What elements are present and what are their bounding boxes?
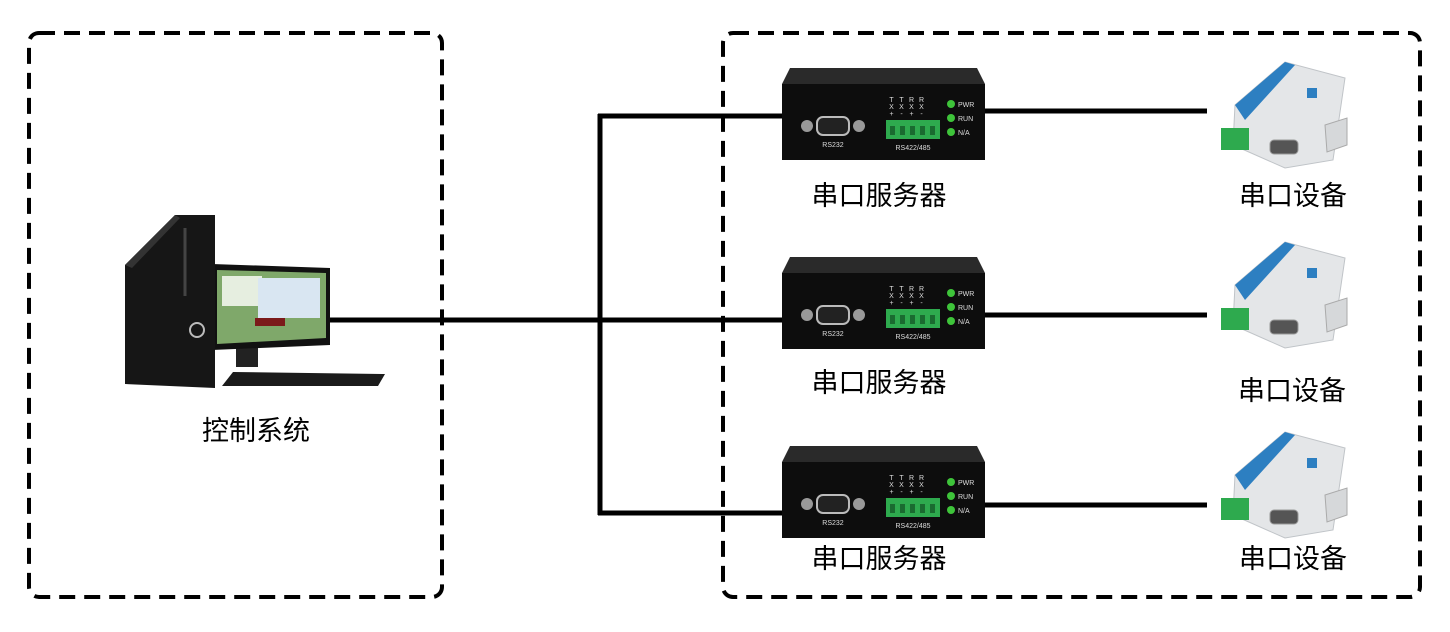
led-icon [947, 317, 955, 325]
led-label: N/A [958, 130, 970, 137]
terminal-pin [910, 315, 915, 324]
serial-device-icon [1221, 241, 1348, 349]
terminal-pin [930, 315, 935, 324]
db9-port-icon [816, 494, 850, 514]
serial-device-icon [1221, 431, 1348, 539]
led-label: N/A [958, 319, 970, 326]
led-icon [947, 128, 955, 136]
terminal-pin [900, 504, 905, 513]
terminal-pin [900, 315, 905, 324]
server-front [782, 273, 985, 349]
db9-port-icon [816, 116, 850, 136]
terminal-block-icon [1221, 308, 1249, 330]
server-front [782, 462, 985, 538]
led-label: RUN [958, 494, 973, 501]
serial-server-icon: RS232 RS422/485 PWR RUN N/A [782, 446, 985, 538]
terminal-pin [900, 126, 905, 135]
led-label: N/A [958, 508, 970, 515]
control-system-label: 控制系统 [202, 416, 310, 447]
led-icon [947, 492, 955, 500]
screw-icon [853, 120, 865, 132]
screw-icon [801, 309, 813, 321]
rs485-label: RS422/485 [895, 145, 930, 152]
screw-icon [801, 120, 813, 132]
terminal-pin [930, 504, 935, 513]
device-stripe [1235, 62, 1295, 120]
mount-bracket [1324, 117, 1348, 153]
rs485-label: RS422/485 [895, 334, 930, 341]
screw-icon [853, 498, 865, 510]
mount-bracket [1324, 297, 1348, 333]
serial-server-label: 串口服务器 [812, 181, 947, 212]
server-top [782, 446, 985, 462]
pin-label: RX- [918, 97, 925, 118]
computer-icon [125, 215, 385, 388]
terminal-pin [930, 126, 935, 135]
screw-icon [853, 309, 865, 321]
mount-bracket [1324, 487, 1348, 523]
terminal-pin [920, 504, 925, 513]
rs232-label: RS232 [822, 520, 844, 527]
pin-label: RX- [918, 475, 925, 496]
led-label: PWR [958, 480, 974, 487]
connection-lines [330, 108, 1207, 516]
rs485-label: RS422/485 [895, 523, 930, 530]
terminal-block-icon [1221, 128, 1249, 150]
pin-label: TX+ [888, 97, 895, 118]
led-label: PWR [958, 291, 974, 298]
pin-label: RX+ [908, 97, 915, 118]
server-top [782, 68, 985, 84]
terminal-pin [890, 315, 895, 324]
pin-label: RX+ [908, 475, 915, 496]
led-icon [947, 289, 955, 297]
terminal-pin [920, 126, 925, 135]
rs232-label: RS232 [822, 331, 844, 338]
device-logo [1307, 88, 1317, 98]
serial-server-label: 串口服务器 [812, 544, 947, 575]
serial-device-label: 串口设备 [1239, 544, 1347, 575]
terminal-pin [890, 126, 895, 135]
device-stripe [1235, 242, 1295, 300]
pin-label: TX- [898, 97, 905, 118]
pin-label: RX+ [908, 286, 915, 307]
terminal-pin [920, 315, 925, 324]
screw-icon [801, 498, 813, 510]
db9-port-icon [1269, 319, 1299, 335]
device-logo [1307, 458, 1317, 468]
led-icon [947, 100, 955, 108]
led-label: PWR [958, 102, 974, 109]
server-front [782, 84, 985, 160]
device-logo [1307, 268, 1317, 278]
device-stripe [1235, 432, 1295, 490]
pin-label: TX- [898, 475, 905, 496]
pin-label: RX- [918, 286, 925, 307]
serial-device-icon [1221, 61, 1348, 169]
pin-label: TX+ [888, 286, 895, 307]
led-label: RUN [958, 116, 973, 123]
control-zone-box [27, 31, 444, 599]
terminal-pin [910, 504, 915, 513]
server-top [782, 257, 985, 273]
serial-server-label: 串口服务器 [812, 368, 947, 399]
serial-server-icon: RS232 RS422/485 PWR RUN N/A [782, 68, 985, 160]
serial-device-label: 串口设备 [1239, 181, 1347, 212]
pin-label: TX- [898, 286, 905, 307]
terminal-pin [890, 504, 895, 513]
serial-server-icon: RS232 RS422/485 PWR RUN N/A [782, 257, 985, 349]
db9-port-icon [1269, 139, 1299, 155]
terminal-block-icon [1221, 498, 1249, 520]
db9-port-icon [816, 305, 850, 325]
led-label: RUN [958, 305, 973, 312]
led-icon [947, 478, 955, 486]
terminal-pin [910, 126, 915, 135]
rs232-label: RS232 [822, 142, 844, 149]
device-zone-box [721, 31, 1422, 599]
led-icon [947, 114, 955, 122]
pin-label: TX+ [888, 475, 895, 496]
db9-port-icon [1269, 509, 1299, 525]
led-icon [947, 303, 955, 311]
led-icon [947, 506, 955, 514]
serial-device-label: 串口设备 [1238, 376, 1346, 407]
